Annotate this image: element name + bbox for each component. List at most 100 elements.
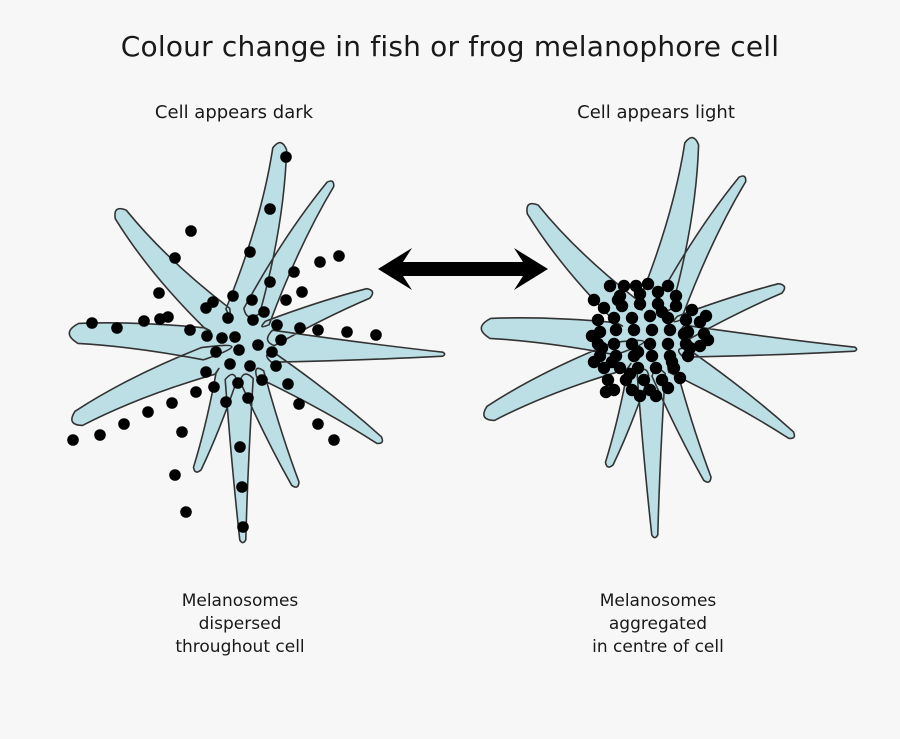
caption-line-1: Melanosomes [181,591,299,611]
melanosome [236,481,248,493]
melanosome [244,246,256,258]
melanosome [587,355,601,369]
melanosome [271,319,283,331]
melanosome [312,418,324,430]
melanosome [679,313,693,327]
melanosome [169,252,181,264]
melanosome [184,324,196,336]
melanosome [288,266,300,278]
melanosome [685,303,699,317]
melanosome [601,373,615,387]
left-melanophore-cell [67,141,446,544]
melanosome [227,290,239,302]
arrow-shape [378,248,548,290]
caption-line-2: dispersed [198,614,282,634]
melanosome [296,286,308,298]
melanosome [264,276,276,288]
melanosome [643,309,657,323]
melanosome [94,429,106,441]
melanosome [224,358,236,370]
melanosome [599,385,613,399]
melanosome [661,337,675,351]
melanosome [605,355,619,369]
melanosome [631,345,645,359]
melanosome [153,287,165,299]
left-panel-caption: Melanosomes dispersed throughout cell [80,590,400,659]
melanosome-group-dispersed [67,151,382,533]
melanosome [587,293,601,307]
melanosome-group-aggregated [585,277,715,403]
melanosome [247,314,259,326]
melanosome [216,332,228,344]
melanosome [190,386,202,398]
melanosome [611,293,625,307]
melanosome [229,331,241,343]
melanosome [625,311,639,325]
caption-line-2: aggregated [608,614,708,634]
melanosome [282,378,294,390]
melanosome [294,322,306,334]
melanosome [699,309,713,323]
melanosome [677,327,691,341]
melanosome [649,389,663,403]
melanosome [207,296,219,308]
melanosome [645,323,659,337]
melanosome [597,301,611,315]
melanosome [627,323,641,337]
melanosome [617,279,631,293]
melanosome [623,367,637,381]
melanosome [201,330,213,342]
melanosome [607,337,621,351]
melanosome [663,323,677,337]
melanosome [645,349,659,363]
melanosome [607,311,621,325]
melanosome [333,250,345,262]
melanosome [111,322,123,334]
melanosome [256,374,268,386]
melanosome [180,506,192,518]
melanosome [200,366,212,378]
melanosome [67,434,79,446]
melanosome [328,434,340,446]
melanosome [233,344,245,356]
melanosome [591,313,605,327]
melanosome [293,398,305,410]
melanosome [138,315,150,327]
melanosome [637,373,651,387]
melanosome [641,277,655,291]
melanosome [185,225,197,237]
melanosome [595,341,609,355]
melanosome [118,418,130,430]
caption-line-1: Melanosomes [599,591,717,611]
melanosome [643,337,657,351]
melanosome [169,469,181,481]
melanosome [280,294,292,306]
melanosome [176,426,188,438]
melanosome [252,339,264,351]
melanosome [86,317,98,329]
melanosome [237,521,249,533]
melanosome [275,334,287,346]
melanosome [370,329,382,341]
melanosome [683,341,697,355]
melanosome [649,361,663,375]
melanosome [633,389,647,403]
melanosome [585,329,599,343]
melanosome [208,381,220,393]
melanosome [242,392,254,404]
melanosome [222,312,234,324]
left-panel-heading: Cell appears dark [154,102,314,123]
melanosome [609,323,623,337]
melanosome [220,396,232,408]
melanosome [629,279,643,293]
cell-outline-right [480,136,858,539]
melanosome [234,441,246,453]
melanosome [232,377,244,389]
melanosome [312,324,324,336]
melanosome [651,285,665,299]
melanosome [210,346,222,358]
melanosome [669,289,683,303]
right-panel-heading: Cell appears light [577,102,735,123]
